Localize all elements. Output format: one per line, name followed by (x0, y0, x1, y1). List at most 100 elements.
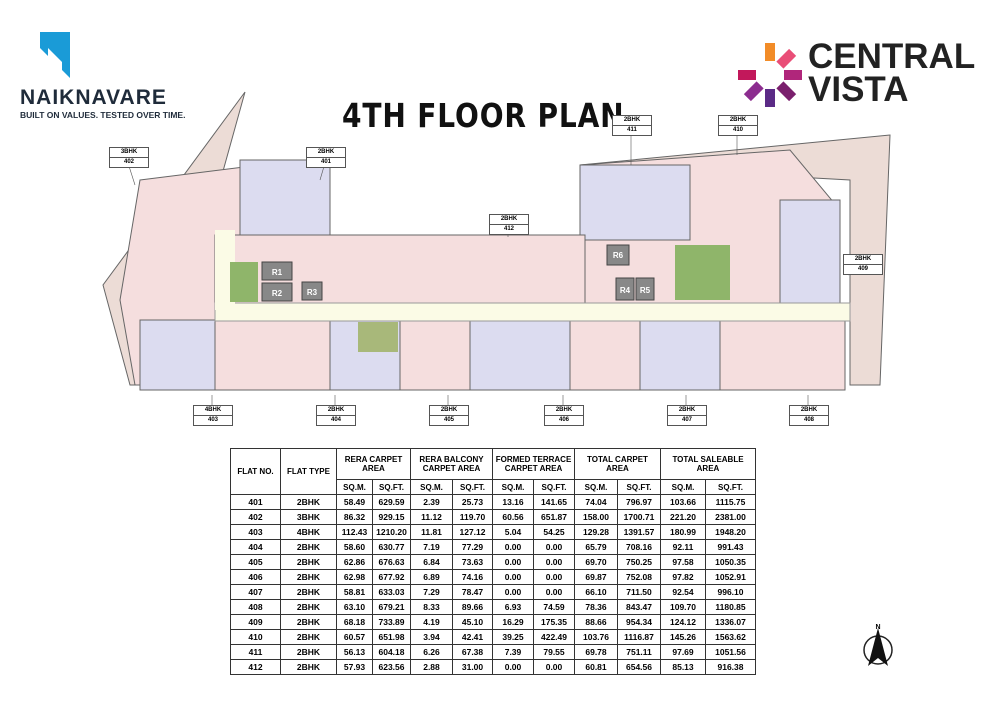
table-cell: 69.70 (574, 554, 618, 570)
north-label: N (875, 624, 880, 631)
table-cell: 1116.87 (617, 629, 661, 645)
header-flat-type: FLAT TYPE (280, 448, 337, 495)
table-cell: 991.43 (705, 539, 756, 555)
table-cell: 112.43 (336, 524, 373, 540)
lift-r2-label: R2 (272, 289, 283, 298)
table-cell: 3BHK (280, 509, 337, 525)
table-cell: 60.81 (574, 659, 618, 675)
header-flat-no: FLAT NO. (230, 448, 281, 495)
table-cell: 843.47 (617, 599, 661, 615)
table-cell: 2BHK (280, 539, 337, 555)
table-cell: 0.00 (533, 539, 575, 555)
table-cell: 405 (230, 554, 281, 570)
header-unit-sqft: SQ.FT. (705, 479, 756, 495)
table-cell: 74.04 (574, 494, 618, 510)
table-cell: 141.65 (533, 494, 575, 510)
table-cell: 409 (230, 614, 281, 630)
table-cell: 407 (230, 584, 281, 600)
table-cell: 0.00 (533, 569, 575, 585)
table-cell: 2381.00 (705, 509, 756, 525)
table-cell: 954.34 (617, 614, 661, 630)
lift-r3-label: R3 (307, 288, 318, 297)
table-cell: 103.76 (574, 629, 618, 645)
flat-401-area (239, 159, 331, 236)
table-cell: 2.39 (410, 494, 453, 510)
flat-tag-type: 2BHK (854, 256, 872, 262)
table-cell: 13.16 (492, 494, 534, 510)
table-cell: 6.93 (492, 599, 534, 615)
lift-core-left (261, 244, 655, 302)
table-cell: 796.97 (617, 494, 661, 510)
flat-tag-401: 2BHK 401 (306, 147, 346, 168)
table-cell: 103.66 (660, 494, 706, 510)
lift-r1-label: R1 (272, 268, 283, 277)
table-cell: 410 (230, 629, 281, 645)
table-cell: 8.33 (410, 599, 453, 615)
flat-tag-type: 3BHK (120, 149, 138, 155)
table-cell: 0.00 (492, 554, 534, 570)
flat-tag-number: 410 (719, 125, 757, 135)
table-cell: 676.63 (372, 554, 411, 570)
table-cell: 402 (230, 509, 281, 525)
table-cell: 66.10 (574, 584, 618, 600)
flat-409-area (779, 199, 841, 311)
lift-r6-label: R6 (613, 251, 624, 260)
brand-tagline: BUILT ON VALUES. TESTED OVER TIME. (20, 110, 186, 120)
header-unit-sqm: SQ.M. (574, 479, 618, 495)
flat-tag-number: 401 (307, 157, 345, 167)
table-cell: 78.36 (574, 599, 618, 615)
table-cell: 63.10 (336, 599, 373, 615)
table-cell: 58.49 (336, 494, 373, 510)
table-cell: 65.79 (574, 539, 618, 555)
table-cell: 403 (230, 524, 281, 540)
table-cell: 633.03 (372, 584, 411, 600)
table-cell: 2.88 (410, 659, 453, 675)
project-name-line1: CENTRAL (808, 37, 976, 76)
play-area (358, 322, 398, 352)
flat-tag-402: 3BHK 402 (109, 147, 149, 168)
table-cell: 651.87 (533, 509, 575, 525)
table-cell: 145.26 (660, 629, 706, 645)
table-cell: 0.00 (492, 659, 534, 675)
naiknavare-logo-icon (40, 32, 70, 78)
table-cell: 4BHK (280, 524, 337, 540)
table-cell: 401 (230, 494, 281, 510)
flat-tag-type: 2BHK (317, 149, 335, 155)
header-unit-sqft: SQ.FT. (533, 479, 575, 495)
flat-411-area (579, 164, 691, 241)
table-cell: 0.00 (533, 584, 575, 600)
table-cell: 750.25 (617, 554, 661, 570)
table-cell: 92.54 (660, 584, 706, 600)
header-unit-sqm: SQ.M. (492, 479, 534, 495)
table-cell: 2BHK (280, 644, 337, 660)
table-cell: 708.16 (617, 539, 661, 555)
table-cell: 751.11 (617, 644, 661, 660)
table-cell: 0.00 (533, 659, 575, 675)
table-cell: 97.82 (660, 569, 706, 585)
table-cell: 7.39 (492, 644, 534, 660)
flat-tag-type: 2BHK (623, 117, 641, 123)
table-cell: 2BHK (280, 659, 337, 675)
table-cell: 2BHK (280, 629, 337, 645)
flat-tag-number: 402 (110, 157, 148, 167)
table-cell: 411 (230, 644, 281, 660)
table-cell: 1336.07 (705, 614, 756, 630)
header-total-saleable: TOTAL SALEABLE AREA (660, 448, 756, 480)
flat-407-area (639, 319, 721, 391)
header-unit-sqm: SQ.M. (336, 479, 373, 495)
flat-tag-number: 409 (844, 264, 882, 274)
lift-r5-label: R5 (640, 286, 651, 295)
table-cell: 1700.71 (617, 509, 661, 525)
